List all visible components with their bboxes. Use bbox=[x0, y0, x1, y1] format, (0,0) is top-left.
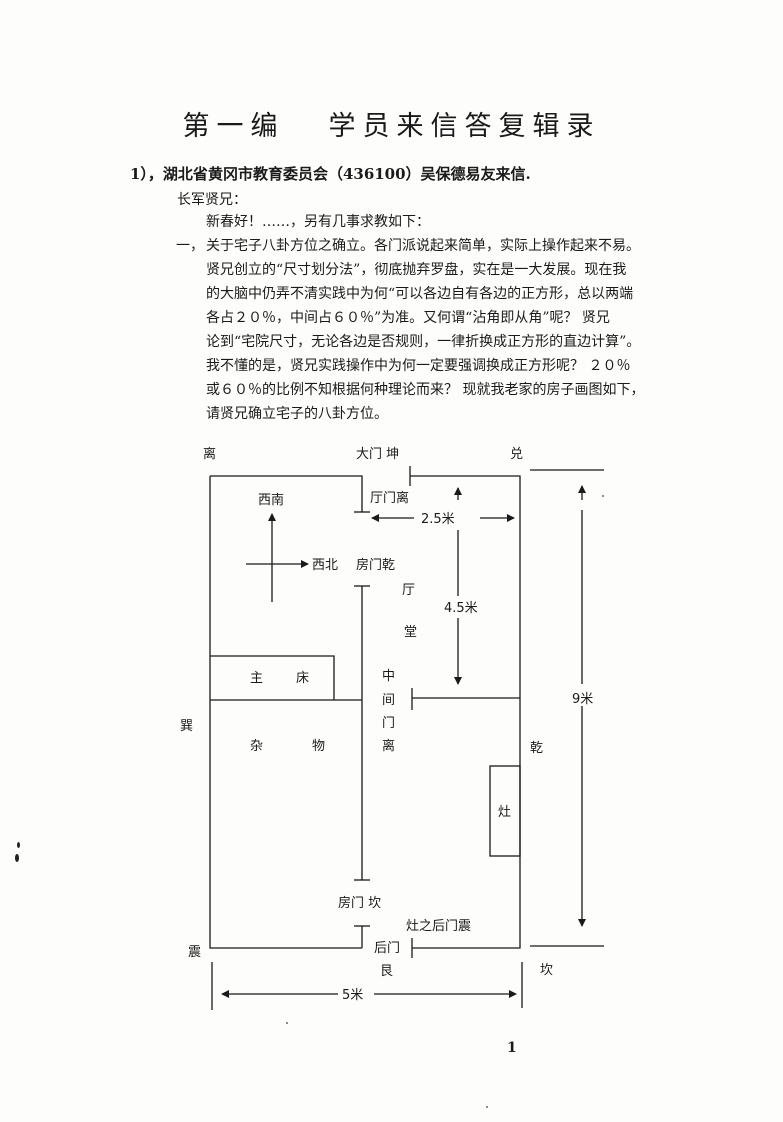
scan-speck bbox=[15, 854, 19, 862]
title-part-1: 第一编 bbox=[182, 111, 285, 142]
hall-label-1: 厅 bbox=[402, 583, 415, 598]
letter-heading: 1），湖北省黄冈市教育委员会（436100）吴保德易友来信. bbox=[130, 165, 531, 183]
page-number: 1 bbox=[507, 1040, 517, 1056]
scan-speck bbox=[286, 1022, 288, 1024]
outer-wall-top-left bbox=[210, 475, 363, 512]
body-line: 请贤兄确立宅子的八卦方位。 bbox=[206, 406, 388, 422]
scan-speck bbox=[17, 842, 20, 848]
body-line: 我不懂的是，贤兄实践操作中为何一定要强调换成正方形呢？ ２０％ bbox=[206, 358, 631, 374]
bed-label-2: 床 bbox=[296, 671, 309, 686]
middle-door-label: 中 bbox=[382, 669, 395, 684]
outer-wall-left bbox=[209, 476, 362, 949]
body-line: 的大脑中仍弄不清实践中为何“可以各边自有各边的正方形，总以两端 bbox=[206, 286, 634, 302]
title-part-2: 学员来信答复辑录 bbox=[328, 111, 601, 142]
stove-label: 灶 bbox=[498, 805, 511, 820]
middle-door-label: 门 bbox=[382, 716, 395, 731]
back-door-gen-label: 艮 bbox=[380, 964, 393, 979]
scan-speck bbox=[602, 495, 604, 497]
direction-zhen: 震 bbox=[188, 945, 201, 960]
master-bed-box bbox=[210, 655, 335, 700]
storage-label-2: 物 bbox=[312, 739, 325, 754]
outer-wall-right bbox=[410, 475, 521, 949]
letter-salutation: 长军贤兄： bbox=[177, 192, 247, 208]
storage-label-1: 杂 bbox=[250, 739, 263, 754]
hall-label-2: 堂 bbox=[404, 625, 417, 640]
hall-door-label: 厅门离 bbox=[370, 490, 409, 506]
body-line: 贤兄创立的“尺寸划分法”，彻底抛弃罗盘，实在是一大发展。现在我 bbox=[206, 262, 627, 278]
direction-li: 离 bbox=[203, 446, 216, 462]
direction-kan: 坎 bbox=[540, 963, 553, 978]
page-title: 第一编 学员来信答复辑录 bbox=[0, 104, 783, 143]
middle-door-label: 离 bbox=[382, 738, 395, 754]
width-dimension: 2.5米 bbox=[421, 512, 455, 527]
body-line: 或６０％的比例不知根据何种理论而来？ 现就我老家的房子画图如下， bbox=[206, 382, 645, 398]
scan-speck bbox=[486, 1106, 488, 1108]
direction-dui: 兑 bbox=[510, 447, 523, 462]
direction-qian: 乾 bbox=[530, 741, 543, 756]
room-door-kan-label: 房门 坎 bbox=[338, 895, 381, 911]
southwest-label: 西南 bbox=[258, 492, 284, 508]
stove-box bbox=[489, 765, 521, 857]
total-length-dimension: 9米 bbox=[572, 692, 593, 707]
direction-xun: 巽 bbox=[180, 719, 193, 734]
item-number: 一， bbox=[176, 238, 204, 254]
bed-label-1: 主 bbox=[250, 671, 263, 686]
body-line: 论到“宅院尺寸，无论各边是否规则，一律折换成正方形的直边计算”。 bbox=[206, 334, 641, 350]
room-door-qian-label: 房门乾 bbox=[356, 557, 395, 573]
total-width-dimension: 5米 bbox=[342, 988, 363, 1003]
main-gate-label: 大门 坤 bbox=[356, 447, 399, 462]
hall-length-dimension: 4.5米 bbox=[444, 601, 478, 616]
northwest-label: 西北 bbox=[312, 558, 338, 573]
stove-back-door-label: 灶之后门震 bbox=[406, 919, 471, 934]
back-door-label: 后门 bbox=[374, 941, 400, 956]
body-line: 各占２０％，中间占６０％”为准。又何谓“沾角即从角”呢？ 贤兄 bbox=[206, 310, 610, 326]
body-line: 关于宅子八卦方位之确立。各门派说起来简单，实际上操作起来不易。 bbox=[206, 238, 640, 254]
middle-door-label: 间 bbox=[382, 693, 395, 708]
letter-greeting: 新春好！……，另有几事求教如下： bbox=[206, 214, 430, 230]
